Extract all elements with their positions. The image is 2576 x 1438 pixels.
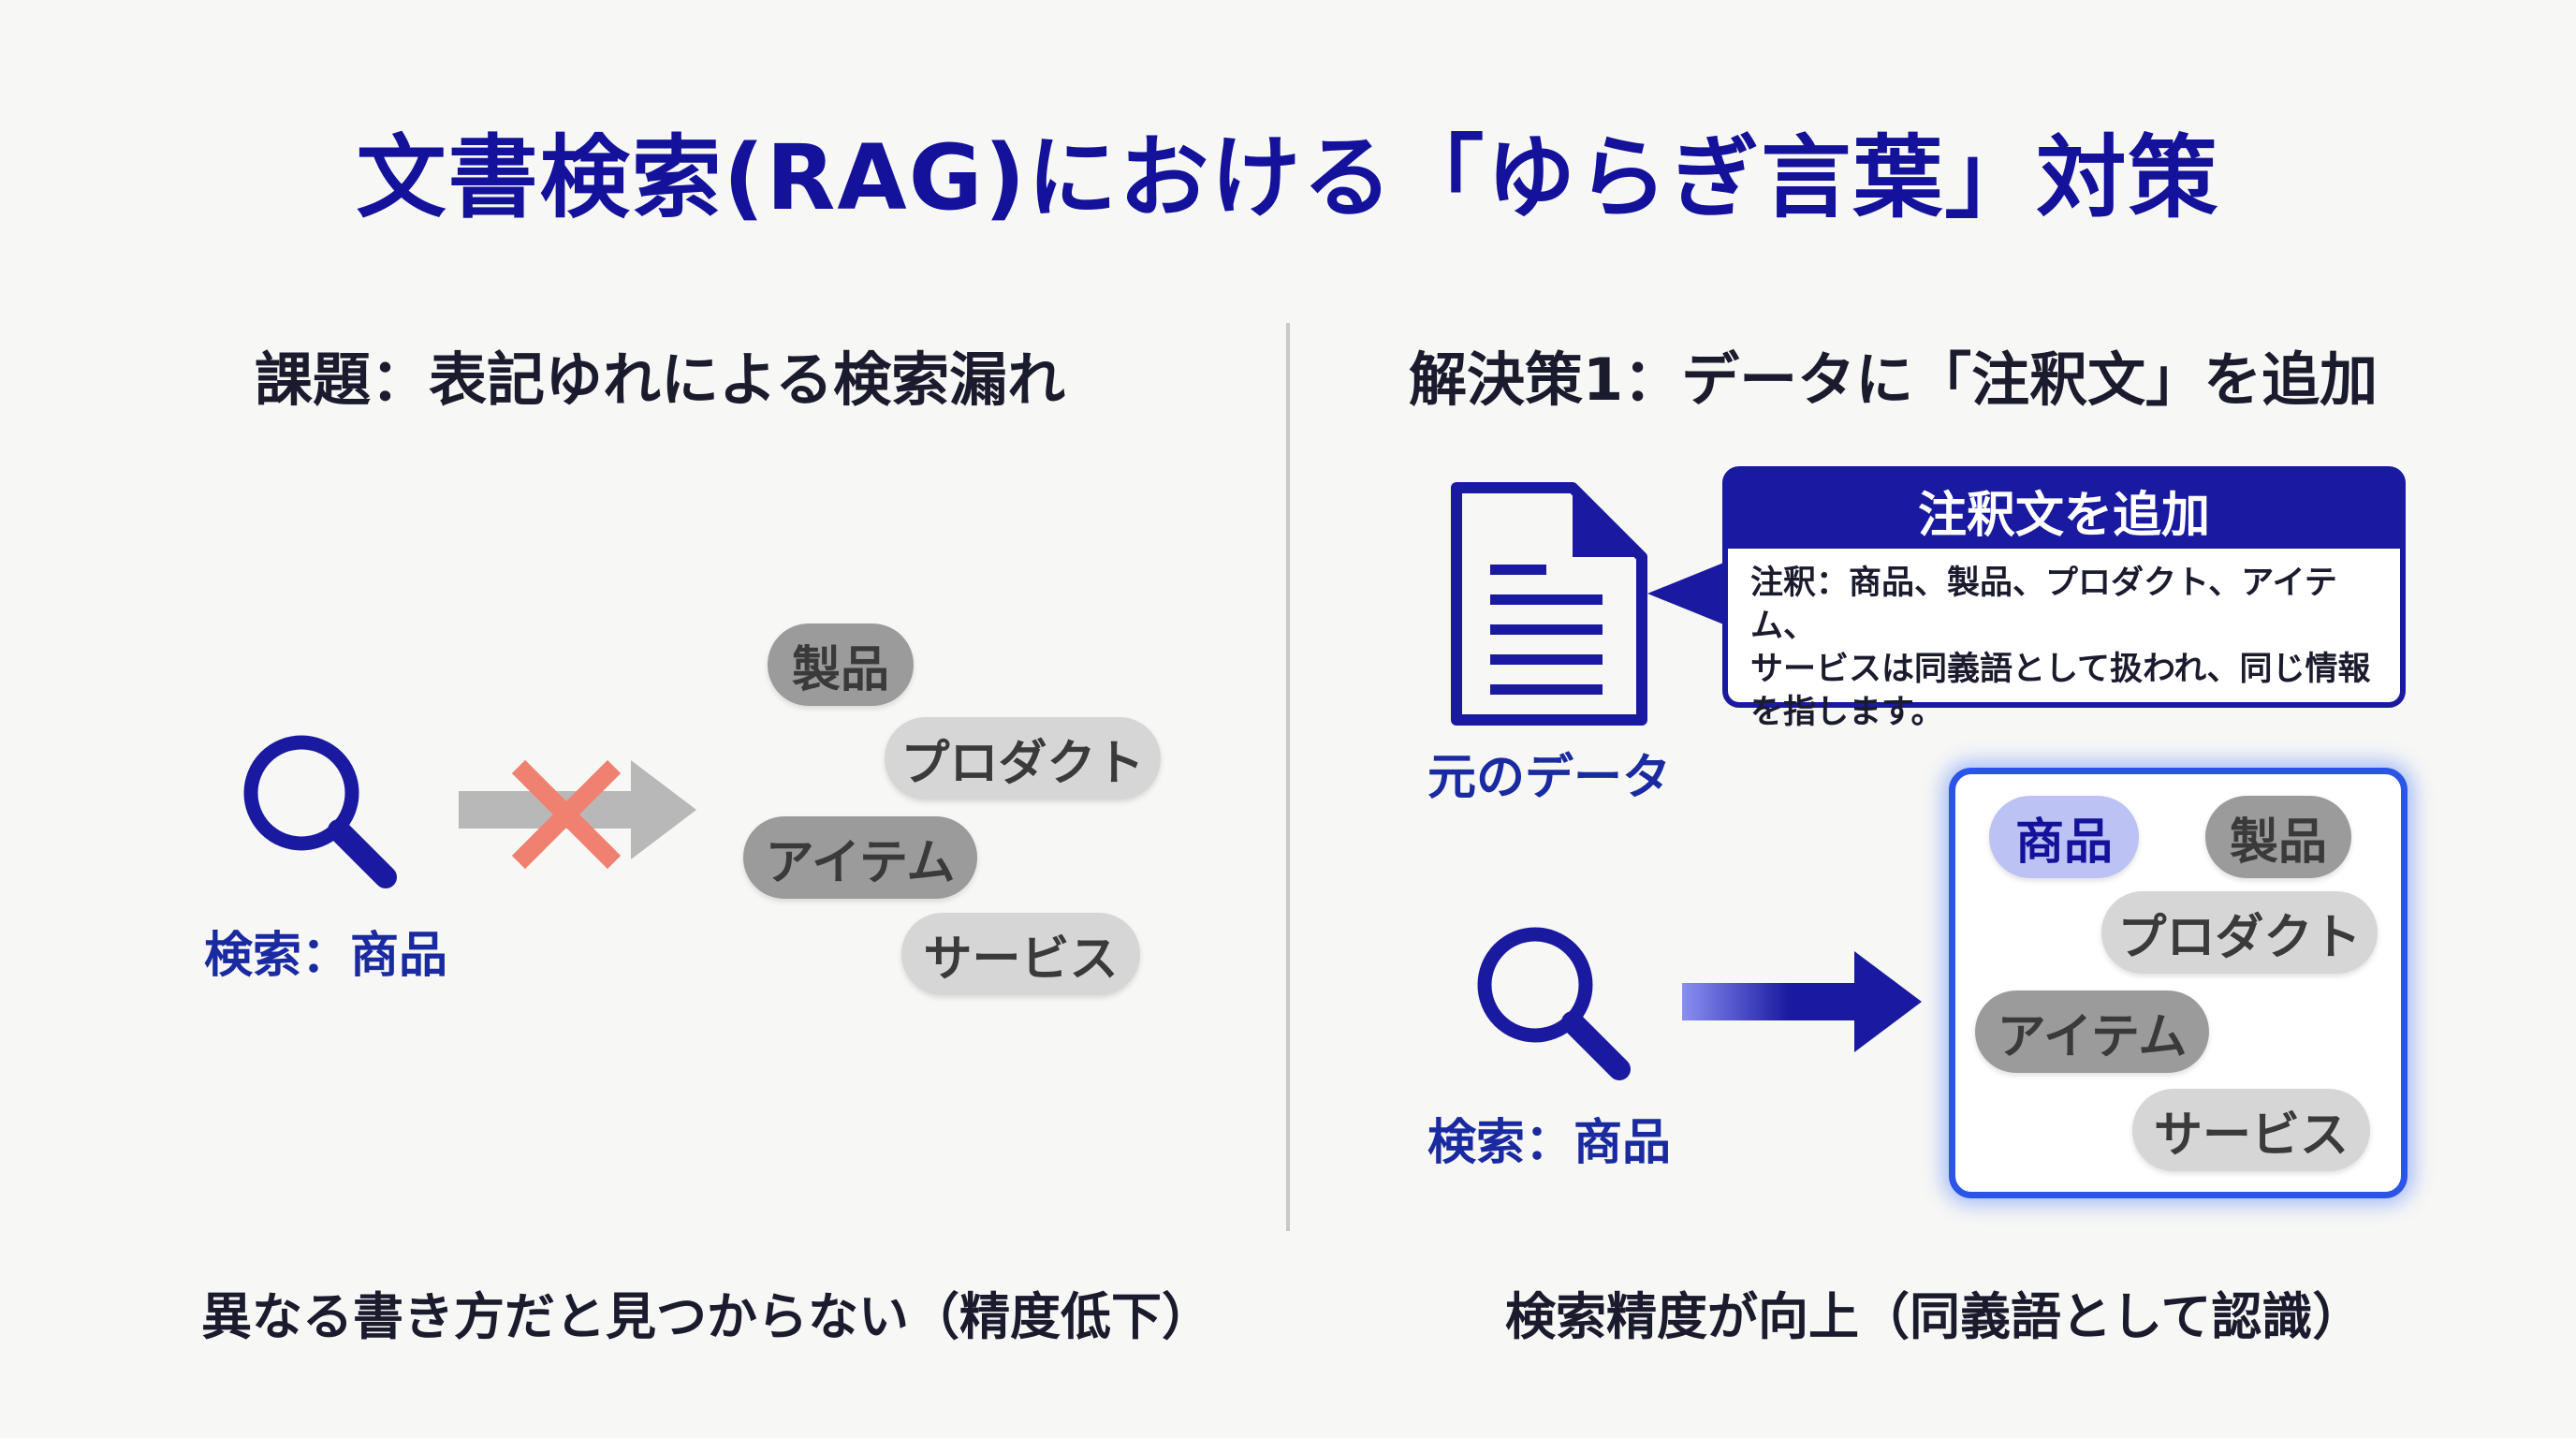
term-pill-matched: 商品 — [1989, 796, 2139, 878]
left-footer: 異なる書き方だと見つからない（精度低下） — [201, 1287, 1212, 1346]
annotation-callout: 注釈文を追加 注釈：商品、製品、プロダクト、アイテム、 サービスは同義語として扱… — [1722, 466, 2406, 731]
term-pill: プロダクト — [885, 717, 1161, 800]
right-search-label: 検索：商品 — [1427, 1115, 1672, 1171]
cross-icon — [511, 759, 622, 870]
right-footer: 検索精度が向上（同義語として認識） — [1505, 1287, 2364, 1346]
term-pill: アイテム — [743, 816, 977, 899]
callout-body: 注釈：商品、製品、プロダクト、アイテム、 サービスは同義語として扱われ、同じ情報… — [1728, 549, 2400, 734]
term-pill: 製品 — [768, 624, 914, 706]
left-heading: 課題：表記ゆれによる検索漏れ — [255, 345, 1066, 414]
left-search-label: 検索：商品 — [204, 928, 448, 984]
term-pill: サービス — [901, 913, 1140, 995]
term-pill: 製品 — [2205, 796, 2351, 878]
callout-line: を指します。 — [1750, 694, 1944, 731]
page-title: 文書検索(RAG)における「ゆらぎ言葉」対策 — [356, 125, 2220, 230]
term-pill: プロダクト — [2101, 891, 2378, 974]
center-divider — [1286, 323, 1290, 1231]
callout-title: 注釈文を追加 — [1728, 472, 2400, 549]
document-icon — [1451, 482, 1647, 726]
term-pill: サービス — [2132, 1089, 2370, 1171]
callout-line: サービスは同義語として扱われ、同じ情報 — [1750, 651, 2371, 688]
search-icon — [1477, 927, 1631, 1080]
success-arrow — [1682, 951, 1922, 1052]
search-icon — [243, 735, 397, 888]
callout-line: 注釈：商品、製品、プロダクト、アイテム、 — [1750, 565, 2337, 645]
doc-label: 元のデータ — [1427, 750, 1672, 806]
callout-pointer — [1647, 562, 1726, 625]
term-pill: アイテム — [1975, 990, 2209, 1073]
right-heading: 解決策1：データに「注釈文」を追加 — [1409, 345, 2378, 414]
